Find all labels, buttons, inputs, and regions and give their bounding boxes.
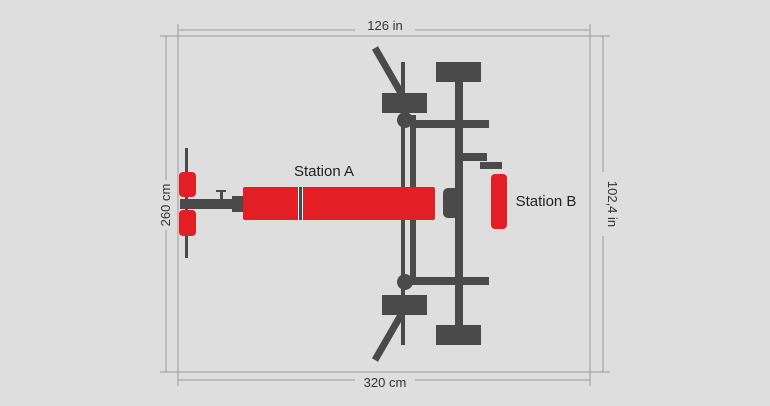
roller-pad-bottom xyxy=(179,210,196,236)
width-imperial-label: 126 in xyxy=(367,18,402,33)
station-a-label: Station A xyxy=(294,163,354,180)
bench-pad xyxy=(243,187,435,220)
station-a-frame xyxy=(180,148,244,258)
pads xyxy=(179,172,507,236)
depth-imperial-label: 102,4 in xyxy=(605,181,620,227)
station-b-label: Station B xyxy=(516,193,577,210)
station-b-pad xyxy=(491,174,507,229)
width-metric-label: 320 cm xyxy=(364,375,407,390)
depth-metric-label: 260 cm xyxy=(158,184,173,227)
roller-pad-top xyxy=(179,172,196,197)
